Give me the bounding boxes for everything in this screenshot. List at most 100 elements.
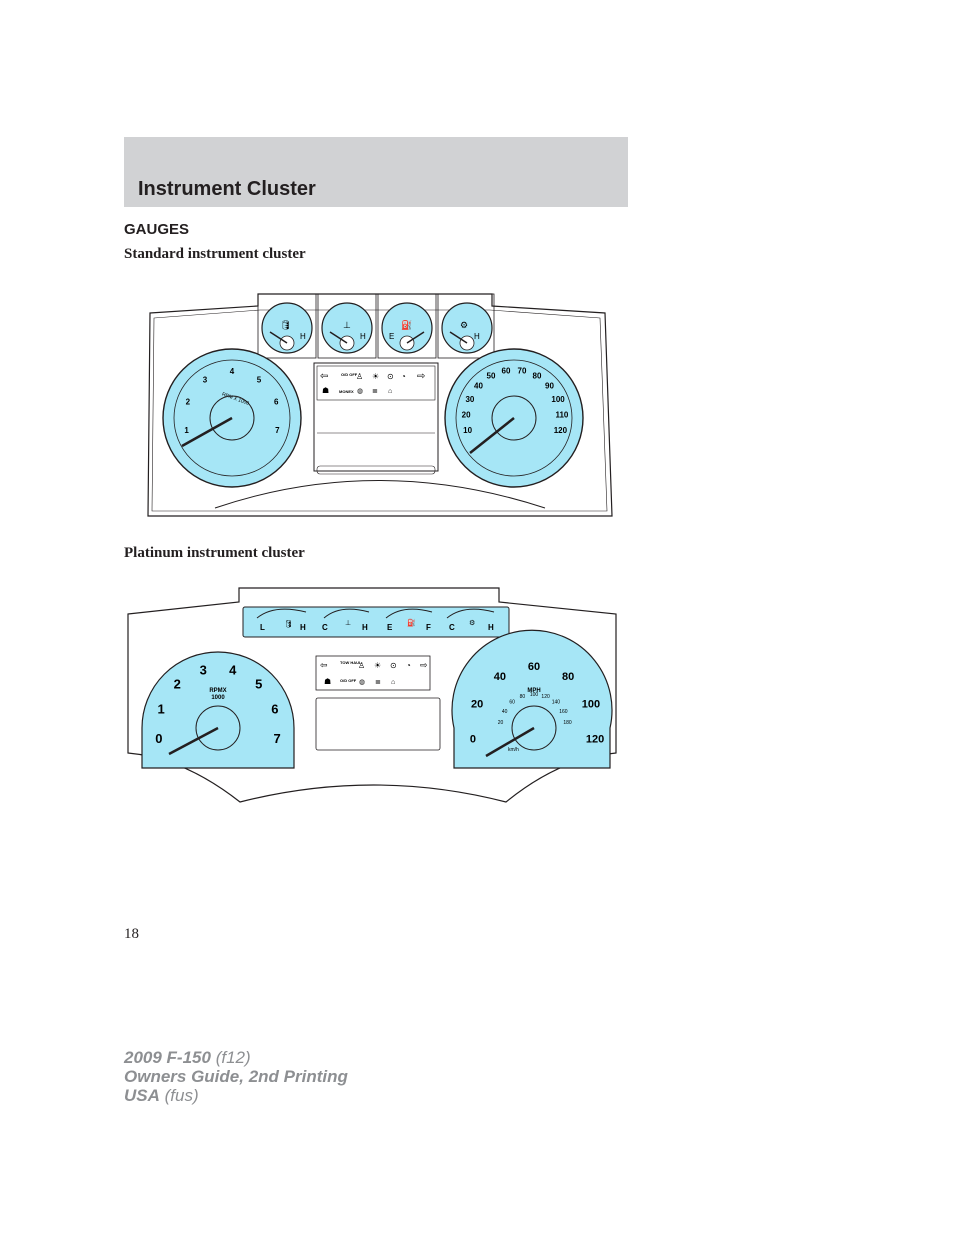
speed-number: 110 [555, 410, 568, 419]
tach-number: 4 [229, 662, 237, 677]
section-header-band [124, 137, 628, 207]
speed-number: 40 [474, 382, 483, 391]
svg-text:E: E [387, 623, 393, 632]
thermometer-icon: ⊥ [343, 320, 351, 330]
oil-can-icon: 🛢 [280, 320, 291, 330]
kmh-number: 160 [559, 709, 568, 715]
tire-pressure-icon: ⊙ [390, 661, 397, 670]
kmh-number: 80 [520, 694, 526, 700]
fuel-gauge: E ⛽ [381, 302, 433, 354]
right-turn-icon: ⇨ [417, 371, 425, 382]
tach-number: 1 [157, 701, 164, 716]
airbag-icon: ☗ [322, 386, 329, 395]
section-title: Instrument Cluster [138, 178, 316, 200]
tach-number: 4 [230, 367, 235, 376]
kmh-number: 140 [552, 700, 561, 706]
left-turn-icon: ⇦ [320, 660, 328, 670]
svg-text:MONEX: MONEX [339, 389, 354, 394]
svg-text:H: H [362, 623, 368, 632]
platinum-cluster-caption: Platinum instrument cluster [124, 545, 305, 561]
speed-control-icon: ◔ [406, 661, 411, 670]
engine-temp-gauge: H ⊥ [321, 302, 373, 354]
speed-number: 80 [533, 372, 542, 381]
standard-cluster-illustration: H 🛢 H ⊥ E ⛽ H ⚙ ⇦ O/D OFF ♙ ☀ ⊙ ◔ ⇨ ☗ MO… [147, 293, 613, 517]
tach-number: 3 [200, 662, 207, 677]
speed-number: 90 [545, 382, 554, 391]
tach-number: 6 [274, 398, 279, 407]
speed-number: 60 [528, 661, 540, 673]
speed-number: 80 [562, 671, 574, 683]
page-number: 18 [124, 926, 139, 942]
transmission-temp-gauge: H ⚙ [441, 302, 493, 354]
svg-text:TOW HAUL: TOW HAUL [340, 660, 362, 665]
speed-number: 120 [586, 734, 604, 746]
oil-can-icon: 🛢 [284, 620, 293, 628]
standard-cluster-caption: Standard instrument cluster [124, 246, 306, 262]
svg-text:L: L [260, 623, 265, 632]
svg-text:H: H [360, 332, 366, 341]
svg-text:MPH: MPH [527, 688, 540, 694]
speed-number: 70 [518, 367, 527, 376]
abs-icon: ◍ [357, 388, 363, 395]
gear-temp-icon: ⚙ [469, 619, 475, 627]
tire-pressure-icon: ⊙ [387, 372, 394, 381]
seatbelt-icon: ♙ [356, 372, 363, 381]
platinum-cluster-illustration: L H C H E F C H 🛢 ⊥ ⛽ ⚙ ⇦ TOW HAUL ♙ ☀ ⊙… [127, 587, 617, 803]
speed-number: 30 [465, 395, 474, 404]
tach-number: 5 [255, 677, 262, 692]
tach-number: 6 [271, 701, 278, 716]
gear-temp-icon: ⚙ [460, 320, 468, 330]
svg-text:H: H [488, 623, 494, 632]
tach-number: 7 [275, 426, 280, 435]
parking-light-icon: ☀ [372, 372, 379, 381]
tach-number: 2 [174, 677, 181, 692]
speed-number: 40 [494, 671, 506, 683]
tach-number: 3 [203, 375, 208, 384]
right-turn-icon: ⇨ [420, 660, 428, 670]
svg-text:F: F [426, 623, 431, 632]
kmh-number: 100 [530, 692, 539, 698]
headlamp-icon: ≣ [375, 677, 381, 686]
tach-number: 7 [273, 731, 280, 746]
seatbelt-icon: ♙ [358, 661, 365, 670]
tach-number: 0 [155, 731, 162, 746]
center-display: ⇦ O/D OFF ♙ ☀ ⊙ ◔ ⇨ ☗ MONEX ◍ ≣ ⌂ [313, 362, 439, 475]
oil-pressure-gauge: H 🛢 [261, 302, 313, 354]
speed-number: 50 [487, 372, 496, 381]
left-turn-icon: ⇦ [320, 371, 328, 382]
speed-number: 0 [470, 734, 476, 746]
kmh-number: 120 [541, 694, 550, 700]
headlamp-icon: ≣ [372, 386, 378, 395]
tach-number: 2 [186, 398, 191, 407]
svg-text:RPMX: RPMX [209, 688, 226, 694]
speed-number: 100 [551, 395, 565, 404]
svg-text:E: E [389, 332, 394, 341]
check-engine-icon: ⌂ [388, 388, 392, 395]
svg-text:km/h: km/h [508, 747, 519, 753]
svg-text:H: H [300, 332, 306, 341]
speed-number: 100 [582, 698, 600, 710]
fuel-pump-icon: ⛽ [407, 618, 416, 627]
gauges-heading: GAUGES [124, 221, 190, 238]
svg-text:1000: 1000 [211, 695, 225, 701]
kmh-number: 180 [563, 720, 572, 726]
tach-number: 1 [184, 426, 189, 435]
footer-edition-info: 2009 F-150 (f12) Owners Guide, 2nd Print… [124, 1048, 348, 1105]
speed-number: 120 [554, 426, 568, 435]
svg-text:H: H [474, 332, 480, 341]
speed-number: 10 [463, 426, 472, 435]
check-engine-icon: ⌂ [391, 679, 395, 686]
parking-light-icon: ☀ [374, 661, 381, 670]
kmh-number: 40 [502, 709, 508, 715]
fuel-pump-icon: ⛽ [401, 319, 412, 330]
speed-number: 60 [502, 367, 511, 376]
svg-text:O/D OFF: O/D OFF [340, 678, 357, 683]
airbag-icon: ☗ [324, 677, 331, 686]
speed-number: 20 [471, 698, 483, 710]
speed-number: 20 [462, 410, 471, 419]
kmh-number: 20 [498, 720, 504, 726]
